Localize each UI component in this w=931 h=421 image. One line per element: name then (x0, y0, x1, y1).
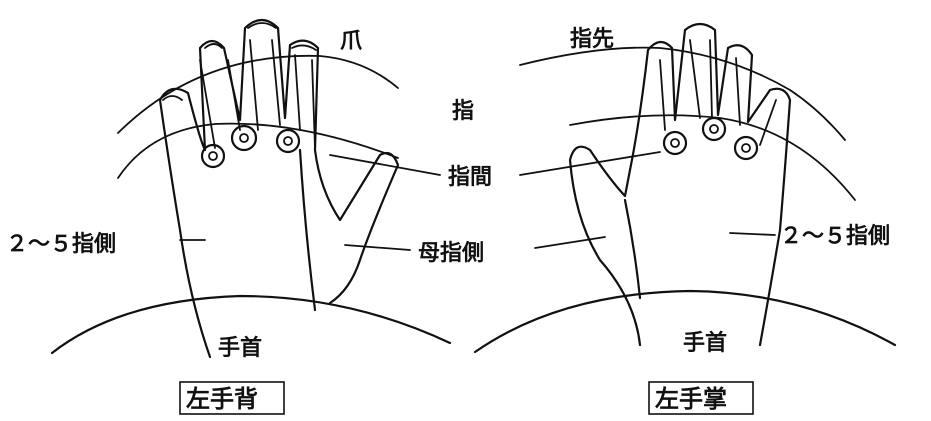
leader-between-right (520, 152, 660, 175)
left-divider (300, 150, 315, 310)
left-hand-back (52, 20, 450, 357)
right-web-circle-1 (664, 132, 686, 154)
leader-thumb-right (535, 237, 605, 248)
left-web-circle-1 (202, 145, 224, 167)
label-wrist-left: 手首 (218, 335, 262, 361)
label-2-5-side-left: ２～５指側 (6, 232, 116, 257)
left-web-circle-2 (232, 126, 256, 150)
leader-between-left (330, 155, 440, 175)
left-hand-palm (475, 24, 895, 352)
left-web-dot-1 (209, 152, 217, 160)
label-nail: 爪 (340, 29, 363, 54)
label-2-5-side-right: ２～５指側 (780, 224, 890, 249)
right-band-lower (570, 115, 855, 200)
label-wrist-right: 手首 (683, 330, 727, 356)
right-divider (625, 200, 640, 298)
left-web-dot-2 (240, 134, 248, 142)
left-web-circle-3 (277, 130, 299, 152)
left-band-lower (118, 124, 398, 178)
caption-left-back-text: 左手背 (186, 385, 258, 413)
left-web-dot-3 (284, 137, 292, 145)
caption-left-palm-text: 左手掌 (655, 385, 727, 413)
right-web-dot-1 (671, 139, 679, 147)
leader-2-5-right (730, 233, 775, 235)
label-fingertip: 指先 (570, 27, 614, 52)
right-web-circle-3 (735, 137, 757, 159)
caption-left-palm: 左手掌 (649, 382, 753, 414)
caption-left-back: 左手背 (180, 382, 284, 414)
right-web-circle-2 (703, 118, 725, 140)
label-thumb-side: 母指側 (418, 241, 484, 266)
right-web-dot-2 (710, 125, 718, 133)
label-finger: 指 (452, 99, 474, 124)
left-hand-outline (160, 20, 398, 357)
right-web-dot-3 (742, 144, 750, 152)
leader-thumb-left (345, 245, 410, 250)
left-nails (163, 23, 316, 100)
label-between-fingers: 指間 (448, 165, 492, 190)
